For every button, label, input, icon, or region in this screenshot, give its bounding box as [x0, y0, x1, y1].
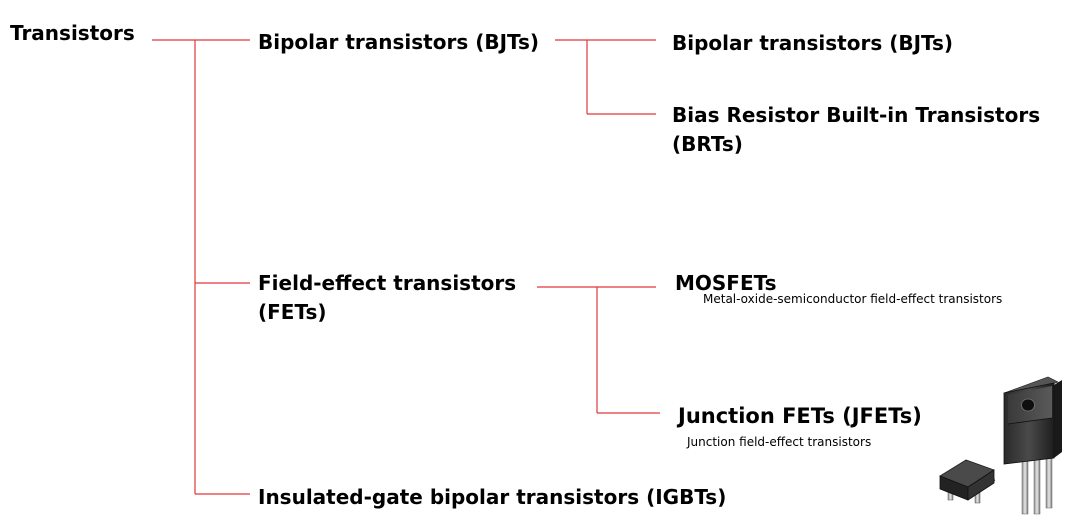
jfet-leaf-label: Junction FETs (JFETs): [678, 404, 922, 428]
bjt-branch-label: Bipolar transistors (BJTs): [258, 30, 540, 54]
igbt-branch-label: Insulated-gate bipolar transistors (IGBT…: [258, 485, 727, 509]
to-220-transistor-icon: [1003, 376, 1062, 515]
bjt-leaf-label: Bipolar transistors (BJTs): [672, 31, 954, 55]
mosfet-leaf-label: MOSFETs: [675, 271, 777, 295]
fet-branch-label-line2: (FETs): [258, 300, 327, 324]
jfet-leaf-sublabel: Junction field-effect transistors: [687, 435, 872, 449]
sot-package-transistor-icon: [939, 459, 996, 504]
mosfet-leaf-sublabel: Metal-oxide-semiconductor field-effect t…: [703, 292, 1003, 306]
brt-leaf-label-line2: (BRTs): [672, 132, 743, 156]
fet-branch-label-line1: Field-effect transistors: [258, 271, 517, 295]
brt-leaf-label-line1: Bias Resistor Built-in Transistors: [672, 103, 1041, 127]
root-label: Transistors: [10, 21, 135, 45]
